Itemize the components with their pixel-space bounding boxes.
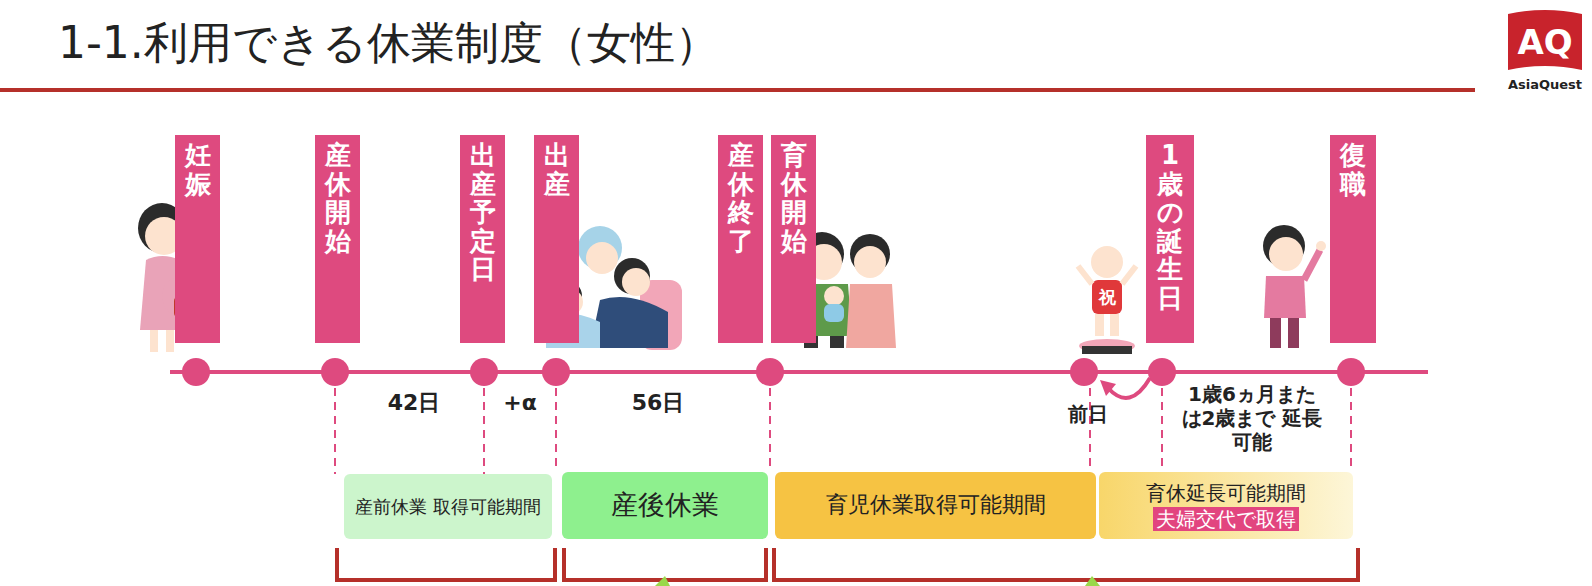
- period-box: 産前休業 取得可能期間: [344, 474, 552, 539]
- period-label: 夫婦交代で取得: [1153, 507, 1299, 531]
- title-rule: [0, 88, 1475, 92]
- arrow-head: [1100, 380, 1116, 396]
- period-box: 育児休業取得可能期間: [775, 472, 1096, 539]
- vertical-label: 出産予定日: [470, 141, 496, 284]
- vertical-label: 育休開始: [781, 141, 807, 255]
- timeline: [170, 370, 1428, 374]
- period-label: 育休延長可能期間: [1146, 481, 1306, 505]
- logo-flag: [1508, 10, 1582, 70]
- period-label: 産後休業: [611, 489, 719, 521]
- duration-label: 56日: [623, 390, 693, 416]
- baby-figure: [1078, 246, 1136, 354]
- timeline-dots: [182, 358, 1365, 386]
- milestone-band: 妊娠: [175, 135, 220, 343]
- returning-woman: [1263, 225, 1326, 348]
- vertical-label: 妊娠: [185, 141, 211, 198]
- milestone-band: 復職: [1330, 135, 1376, 343]
- shirt-mark: 祝: [1094, 287, 1120, 307]
- curved-arrow: [1108, 378, 1150, 398]
- vertical-label: 1歳の誕生日: [1157, 141, 1183, 313]
- logo-text: AQ: [1510, 22, 1580, 63]
- vertical-label: 復職: [1340, 141, 1366, 198]
- vertical-label: 産休終了: [728, 141, 754, 255]
- period-label: 産前休業 取得可能期間: [355, 496, 541, 518]
- vertical-label: 産休開始: [325, 141, 351, 255]
- milestone-band: 出産予定日: [460, 135, 505, 343]
- milestone-band: 1歳の誕生日: [1146, 135, 1194, 343]
- period-box: 産後休業: [562, 472, 768, 539]
- duration-label: +α: [495, 390, 545, 416]
- milestone-band: 産休終了: [718, 135, 763, 343]
- milestone-band: 育休開始: [771, 135, 816, 343]
- logo-subtext: AsiaQuest: [1505, 77, 1585, 93]
- vertical-label: 出産: [544, 141, 570, 198]
- green-arrow-tips: [655, 576, 1100, 586]
- title: 1-1.利用できる休業制度（女性）: [58, 14, 719, 73]
- milestone-band: 出産: [534, 135, 579, 343]
- milestone-band: 産休開始: [315, 135, 360, 343]
- duration-label: 42日: [379, 390, 449, 416]
- extension-note: 1歳6ヵ月また は2歳まで 延長可能: [1177, 382, 1327, 454]
- period-box: 育休延長可能期間夫婦交代で取得: [1099, 472, 1353, 539]
- brackets: [337, 548, 1358, 580]
- note-label: 前日: [1058, 402, 1118, 426]
- period-label: 育児休業取得可能期間: [826, 492, 1046, 518]
